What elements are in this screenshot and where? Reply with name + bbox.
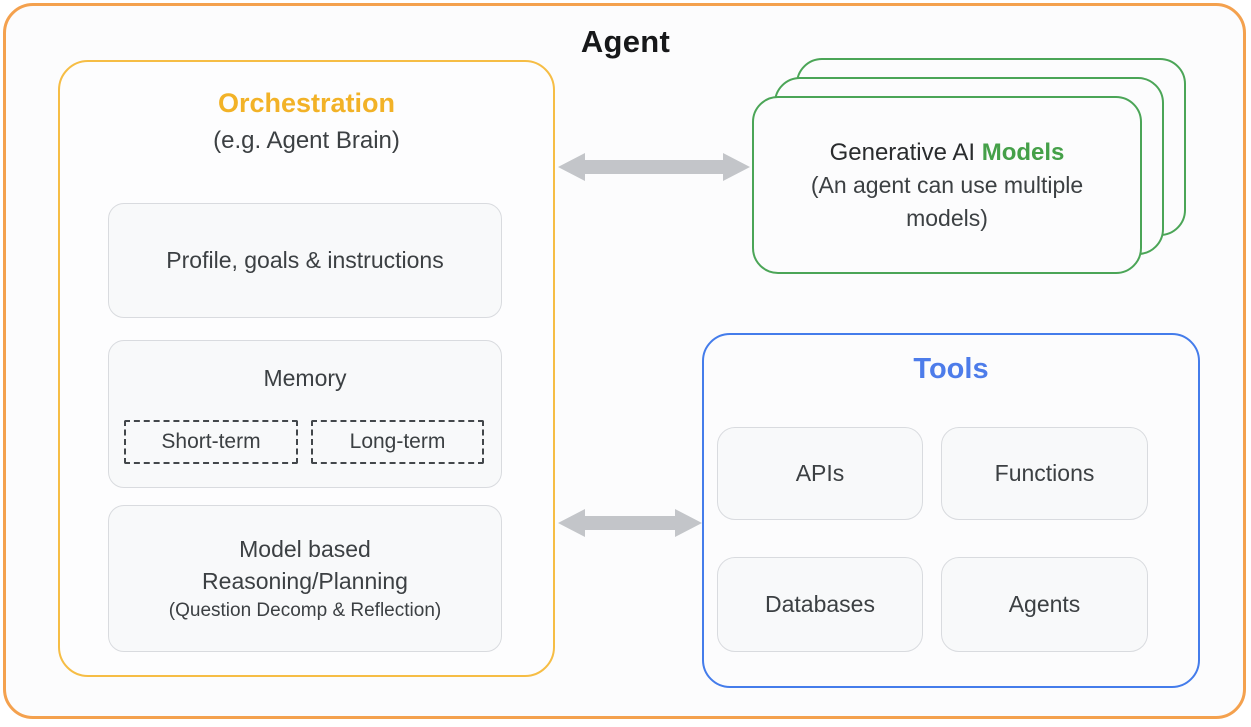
reasoning-line-2: Reasoning/Planning xyxy=(202,568,408,594)
tool-card-agents: Agents xyxy=(941,557,1148,652)
orchestration-subtitle: (e.g. Agent Brain) xyxy=(213,127,400,154)
models-title-highlight: Models xyxy=(981,138,1065,166)
memory-card: Memory Short-term Long-term xyxy=(108,340,502,488)
orchestration-title: Orchestration xyxy=(217,88,396,118)
reasoning-line-1: Model based xyxy=(239,536,371,562)
models-title-prefix: Generative AI xyxy=(829,138,975,166)
tool-apis-label: APIs xyxy=(795,460,845,486)
reasoning-line-3: (Question Decomp & Reflection) xyxy=(168,600,442,621)
tool-agents-label: Agents xyxy=(1008,591,1081,617)
diagram-title: Agent xyxy=(580,24,671,59)
memory-label: Memory xyxy=(263,365,347,391)
tool-databases-label: Databases xyxy=(765,591,875,617)
orchestration-tools-bidirectional-arrow-icon xyxy=(558,507,702,539)
short-term-memory-label: Short-term xyxy=(161,430,261,453)
long-term-memory-label: Long-term xyxy=(349,430,446,453)
tools-title: Tools xyxy=(913,353,989,385)
long-term-memory-box: Long-term xyxy=(311,420,484,464)
reasoning-planning-card: Model based Reasoning/Planning (Question… xyxy=(108,505,502,652)
profile-goals-instructions-card: Profile, goals & instructions xyxy=(108,203,502,318)
tool-card-apis: APIs xyxy=(717,427,923,520)
profile-goals-instructions-label: Profile, goals & instructions xyxy=(166,247,444,273)
tool-functions-label: Functions xyxy=(994,460,1095,486)
short-term-memory-box: Short-term xyxy=(124,420,298,464)
models-subtitle: (An agent can use multiple models) xyxy=(810,171,1084,231)
tool-card-functions: Functions xyxy=(941,427,1148,520)
tool-card-databases: Databases xyxy=(717,557,923,652)
orchestration-models-bidirectional-arrow-icon xyxy=(558,151,750,183)
